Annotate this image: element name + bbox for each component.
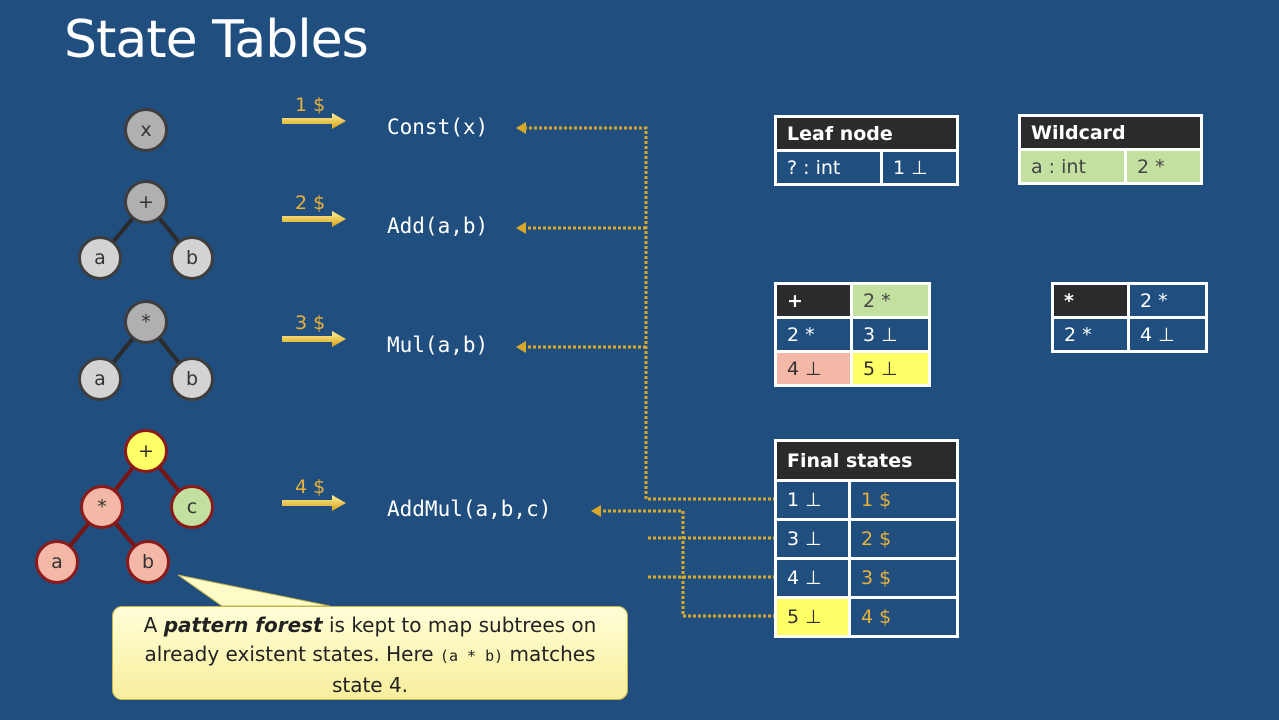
table-cell: + (774, 282, 853, 319)
table-cell: 5 ⊥ (774, 596, 851, 638)
callout-bubble: A pattern forest is kept to map subtrees… (112, 606, 628, 700)
constructor-label: AddMul(a,b,c) (387, 497, 552, 521)
callout-code: (a * b) (439, 647, 504, 665)
cost-label: 3 $ (295, 312, 326, 334)
tree-node-plus: + (124, 180, 168, 224)
cost-label: 1 $ (295, 94, 326, 116)
wildcard-table: Wildcard a : int 2 * (1018, 114, 1203, 185)
pattern-node-a: a (35, 540, 79, 584)
table-cell: 2 * (1124, 148, 1203, 185)
tree-node-a: a (78, 357, 122, 401)
pattern-node-c: c (170, 485, 214, 529)
dotted-connectors (520, 126, 776, 618)
table-header: Final states (774, 439, 959, 482)
page-title: State Tables (64, 10, 369, 70)
table-cell: 4 ⊥ (774, 557, 851, 599)
plus-state-table: + 2 * 2 * 3 ⊥ 4 ⊥ 5 ⊥ (774, 282, 931, 387)
callout-text: is kept to map subtrees on already exist… (144, 613, 597, 666)
pattern-node-mul: * (80, 485, 124, 529)
table-cell: 2 * (774, 316, 853, 353)
cost-label: 4 $ (295, 476, 326, 498)
connector-arrowheads (516, 122, 601, 517)
callout-emphasis: pattern forest (163, 613, 323, 637)
cost-label: 2 $ (295, 192, 326, 214)
table-cell: 2 * (1127, 282, 1208, 319)
table-cell: ? : int (774, 149, 883, 186)
callout-pointer (177, 574, 331, 607)
table-cell: 2 * (1051, 316, 1130, 353)
cost-arrow-2 (282, 211, 346, 227)
cost-arrow-3 (282, 331, 346, 347)
table-cell: 3 ⊥ (774, 518, 851, 560)
tree-edges (98, 200, 194, 381)
table-cell: 1 ⊥ (880, 149, 959, 186)
constructor-label: Const(x) (387, 115, 489, 139)
tree-node-b: b (170, 357, 214, 401)
callout-text: A (143, 613, 164, 637)
tree-node-x: x (124, 108, 168, 152)
table-cell: a : int (1018, 148, 1127, 185)
cost-arrow-1 (282, 113, 346, 129)
constructor-label: Add(a,b) (387, 214, 489, 238)
leaf-node-table: Leaf node ? : int 1 ⊥ (774, 115, 959, 186)
table-cell: 2 $ (848, 518, 959, 560)
table-cell: 3 ⊥ (850, 316, 931, 353)
table-cell: 1 ⊥ (774, 479, 851, 521)
table-cell: 2 * (850, 282, 931, 319)
cost-arrows (282, 113, 346, 511)
pattern-node-plus: + (124, 429, 168, 473)
table-cell: 4 ⊥ (774, 350, 853, 387)
table-cell: 4 ⊥ (1127, 316, 1208, 353)
callout-text: matches state 4. (331, 642, 596, 697)
table-cell: 4 $ (848, 596, 959, 638)
pattern-node-b: b (126, 540, 170, 584)
table-cell: 3 $ (848, 557, 959, 599)
mul-state-table: * 2 * 2 * 4 ⊥ (1051, 282, 1208, 353)
constructor-label: Mul(a,b) (387, 333, 489, 357)
table-cell: * (1051, 282, 1130, 319)
final-states-table: Final states 1 ⊥ 1 $ 3 ⊥ 2 $ 4 ⊥ 3 $ 5 ⊥… (774, 439, 959, 638)
tree-node-a: a (78, 236, 122, 280)
tree-node-mul: * (124, 300, 168, 344)
table-header: Wildcard (1018, 114, 1203, 151)
cost-arrow-4 (282, 495, 346, 511)
table-header: Leaf node (774, 115, 959, 152)
tree-node-b: b (170, 236, 214, 280)
table-cell: 1 $ (848, 479, 959, 521)
table-cell: 5 ⊥ (850, 350, 931, 387)
